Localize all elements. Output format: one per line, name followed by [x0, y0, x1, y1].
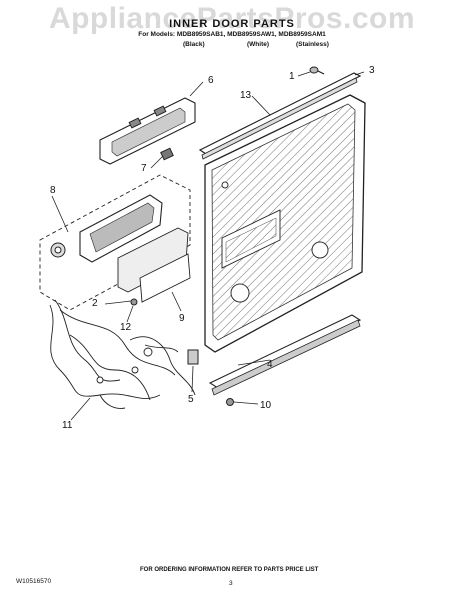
connector-7	[160, 147, 174, 161]
callout-12: 12	[120, 322, 132, 333]
page-number: 3	[229, 580, 233, 587]
finish-stainless: (Stainless)	[296, 41, 329, 48]
dispenser-assembly	[39, 174, 191, 311]
doc-number: W10516570	[16, 578, 52, 585]
models-line: For Models: MDB8959SAB1, MDB8959SAW1, MD…	[138, 31, 326, 38]
callout-10: 10	[260, 400, 272, 411]
screw-1	[309, 66, 325, 75]
callout-11: 11	[62, 420, 73, 431]
callout-8: 8	[50, 185, 56, 196]
screw-12	[130, 298, 138, 306]
finish-black: (Black)	[183, 41, 205, 48]
dispenser-gasket	[117, 227, 191, 303]
callout-5: 5	[188, 394, 194, 405]
page-title: INNER DOOR PARTS	[169, 18, 295, 30]
clip-5	[187, 349, 199, 365]
callout-6: 6	[208, 75, 214, 86]
callout-3: 3	[369, 65, 375, 76]
leader-lines	[51, 71, 365, 421]
callout-13: 13	[240, 90, 252, 101]
callout-2: 2	[92, 298, 98, 309]
wire-harness	[49, 299, 196, 409]
callout-1: 1	[289, 71, 295, 82]
control-module	[99, 97, 196, 165]
top-door-strip	[198, 72, 362, 160]
callout-9: 9	[179, 313, 185, 324]
ordering-info: FOR ORDERING INFORMATION REFER TO PARTS …	[140, 567, 319, 573]
bottom-door-trim	[208, 314, 362, 396]
inner-door-panel	[204, 94, 366, 353]
callout-4: 4	[267, 359, 273, 370]
callout-7: 7	[141, 163, 147, 174]
watermark: AppliancePartsPros.com	[48, 2, 416, 35]
finish-white: (White)	[247, 41, 270, 48]
screw-10	[226, 398, 234, 406]
